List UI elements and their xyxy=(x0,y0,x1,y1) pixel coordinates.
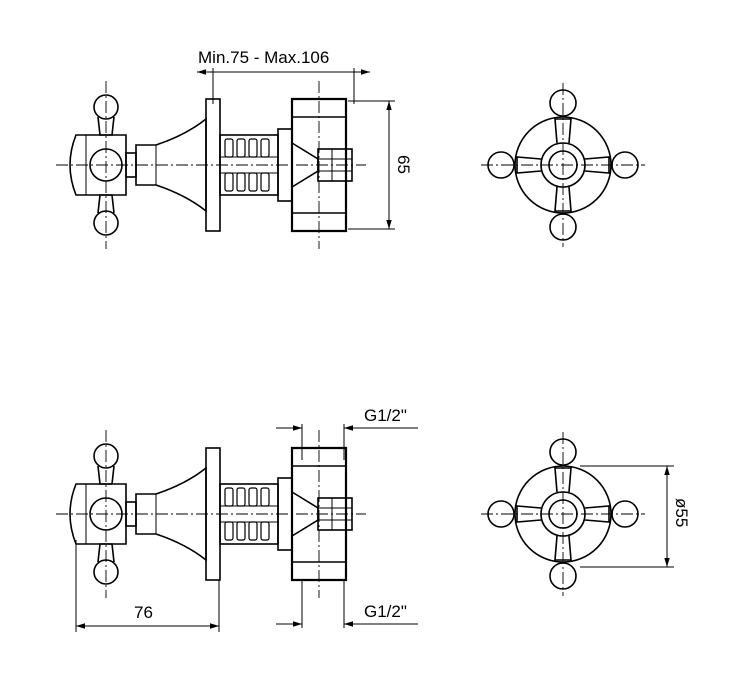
dimension-min-max: Min.75 - Max.106 xyxy=(197,48,370,104)
dimension-length: 76 xyxy=(75,540,220,632)
label-min-max: Min.75 - Max.106 xyxy=(198,48,329,67)
label-length: 76 xyxy=(134,603,153,622)
side-view-top xyxy=(54,79,368,251)
side-view-bottom xyxy=(54,428,368,600)
label-thread-top: G1/2" xyxy=(364,406,407,425)
label-diameter: ø55 xyxy=(672,498,691,527)
dimension-diameter: ø55 xyxy=(580,465,691,568)
dimension-height: 65 xyxy=(348,100,413,230)
front-view-bottom xyxy=(480,431,646,597)
label-thread-bottom: G1/2" xyxy=(364,602,407,621)
label-height: 65 xyxy=(394,155,413,174)
front-view-top xyxy=(480,82,646,248)
dimension-thread-top: G1/2" xyxy=(276,406,418,460)
dimension-thread-bottom: G1/2" xyxy=(276,580,418,628)
